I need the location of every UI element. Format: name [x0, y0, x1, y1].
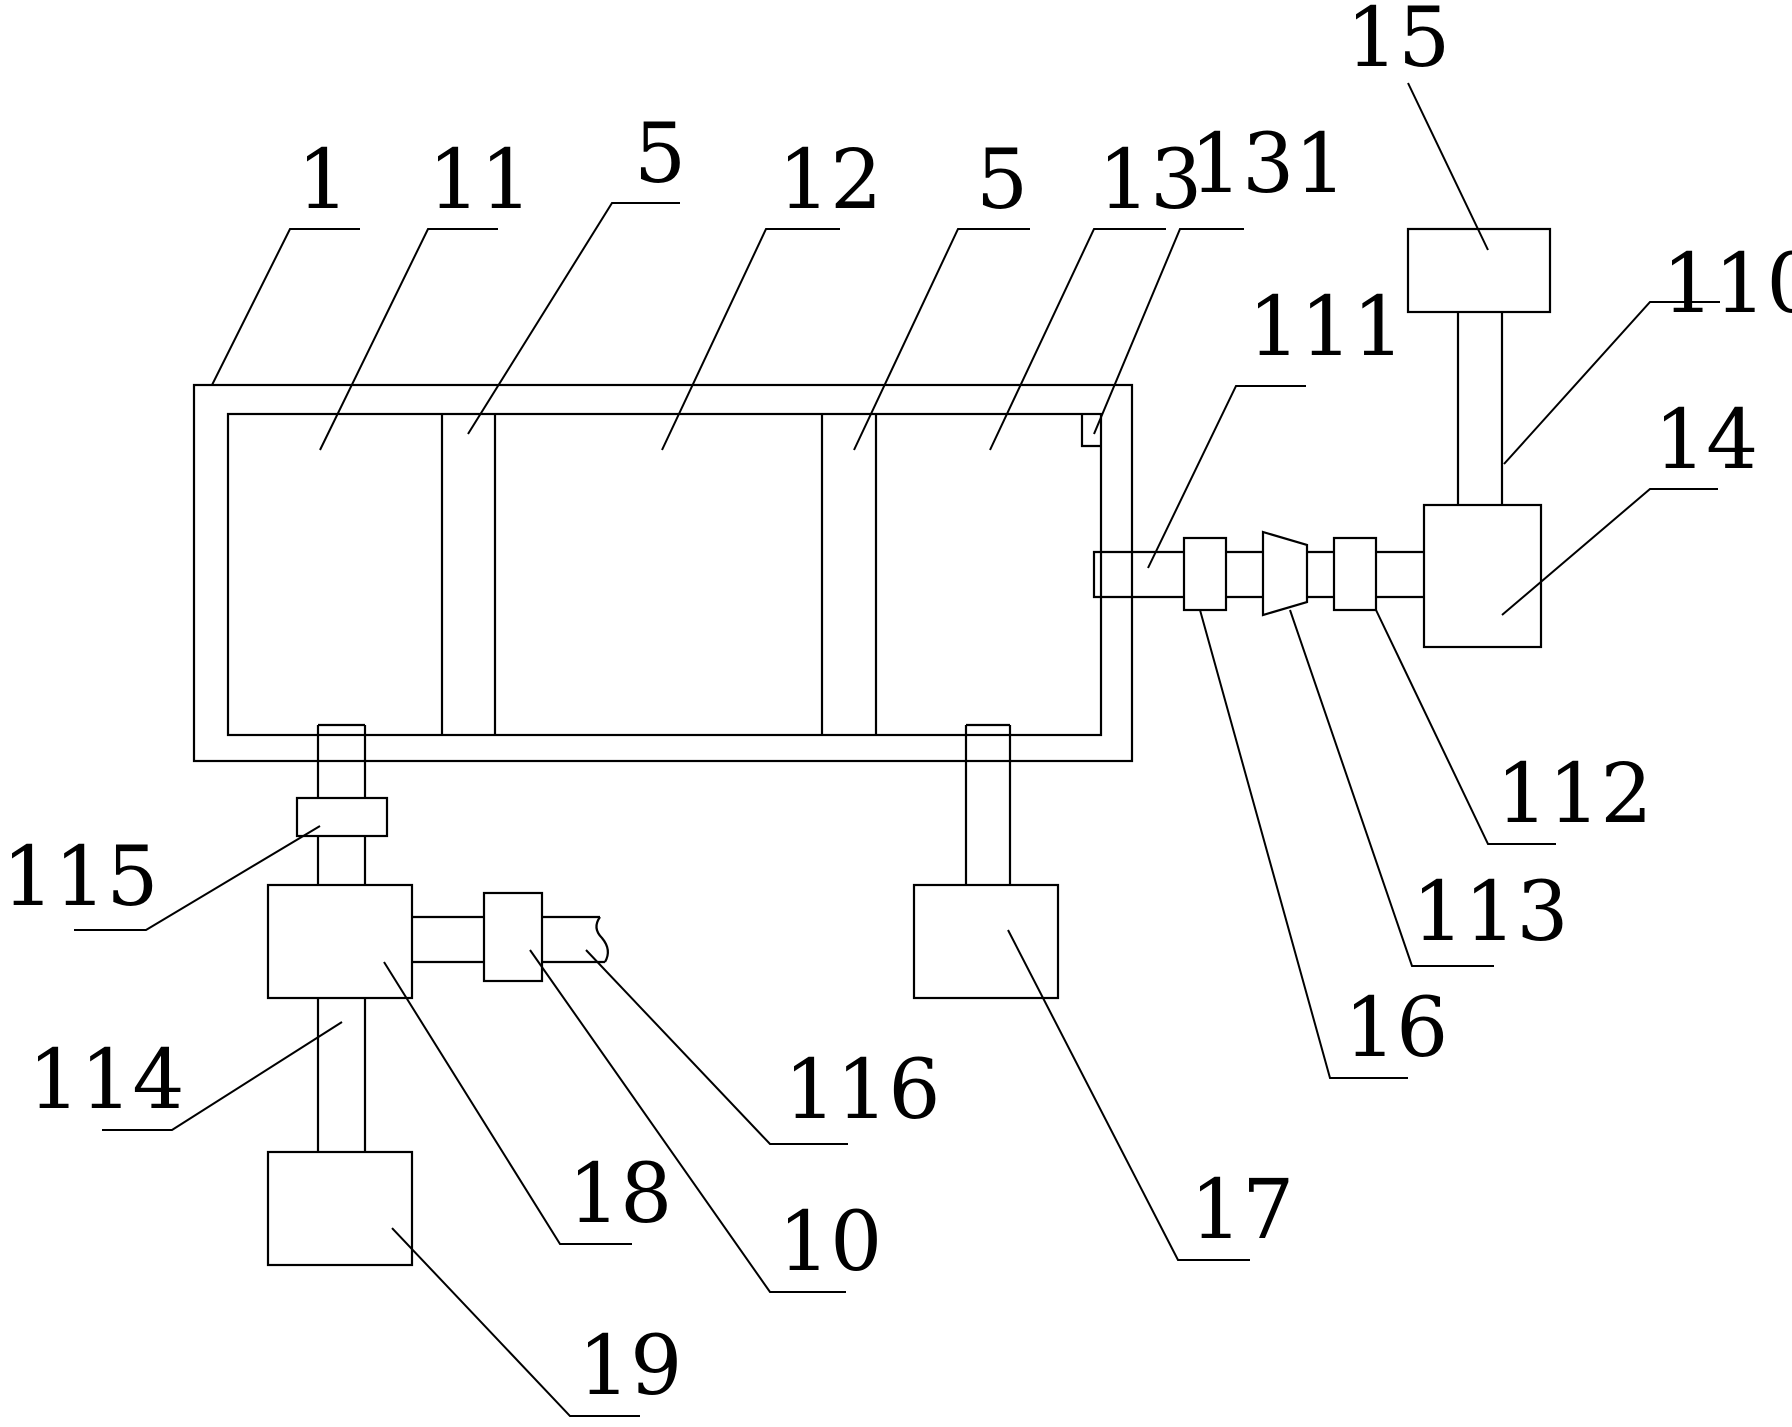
leader-13: [989, 228, 1166, 451]
leader-131: [1093, 228, 1244, 435]
label-115: 115: [2, 830, 159, 925]
label-15: 15: [1346, 0, 1450, 86]
leader-1: [211, 228, 360, 386]
housing-inner-wall: [226, 412, 1103, 737]
leader-18: [383, 961, 632, 1245]
label-5b: 5: [976, 133, 1028, 228]
leader-113: [1289, 609, 1494, 967]
leader-5b: [853, 228, 1030, 451]
leader-lines: [74, 82, 1720, 1417]
label-110: 110: [1662, 237, 1792, 332]
leader-112: [1375, 609, 1556, 845]
label-13: 13: [1098, 133, 1202, 228]
leader-11: [319, 228, 498, 451]
right-drain-assembly: [912, 723, 1060, 1000]
label-10: 10: [778, 1195, 882, 1290]
label-11: 11: [428, 133, 532, 228]
leader-115: [74, 825, 321, 931]
label-111: 111: [1248, 280, 1405, 375]
leader-14: [1501, 488, 1718, 616]
sensor-131: [1080, 414, 1101, 448]
box-14: [1422, 503, 1543, 649]
label-12: 12: [778, 133, 882, 228]
label-17: 17: [1190, 1163, 1294, 1258]
pipe-116-break: [595, 916, 609, 963]
box-19: [266, 1150, 414, 1267]
leader-116: [585, 949, 848, 1145]
leader-110: [1503, 301, 1720, 465]
leader-12: [661, 228, 840, 451]
valve-16: [1182, 536, 1228, 612]
left-drain-assembly: [266, 723, 609, 1267]
label-112: 112: [1496, 747, 1653, 842]
label-18: 18: [568, 1147, 672, 1242]
leader-114: [102, 1021, 343, 1131]
valve-10: [482, 891, 544, 983]
pipe-111-end: [1092, 550, 1184, 599]
leader-17: [1007, 929, 1250, 1261]
component-112: [1332, 536, 1378, 612]
leader-5a: [467, 202, 680, 435]
label-1: 1: [297, 133, 349, 228]
valve-115: [295, 796, 389, 838]
label-5a: 5: [634, 107, 686, 202]
label-113: 113: [1412, 865, 1569, 960]
housing-outer-wall: [192, 383, 1134, 763]
leader-111: [1147, 385, 1306, 569]
label-14: 14: [1654, 393, 1758, 488]
leader-19: [391, 1227, 640, 1417]
label-116: 116: [784, 1043, 941, 1138]
label-16: 16: [1344, 981, 1448, 1076]
box-17: [912, 883, 1060, 1000]
box-18: [266, 883, 414, 1000]
label-114: 114: [28, 1033, 185, 1128]
housing-1: [192, 383, 1134, 763]
box-15: [1406, 227, 1552, 314]
outlet-pipe-assembly: [1092, 227, 1552, 649]
label-19: 19: [578, 1319, 682, 1414]
leader-10: [529, 949, 846, 1293]
component-113: [1261, 530, 1309, 617]
partitions-5: [440, 414, 878, 735]
leader-16: [1199, 609, 1408, 1079]
leader-15: [1407, 82, 1489, 251]
label-131: 131: [1190, 117, 1347, 212]
